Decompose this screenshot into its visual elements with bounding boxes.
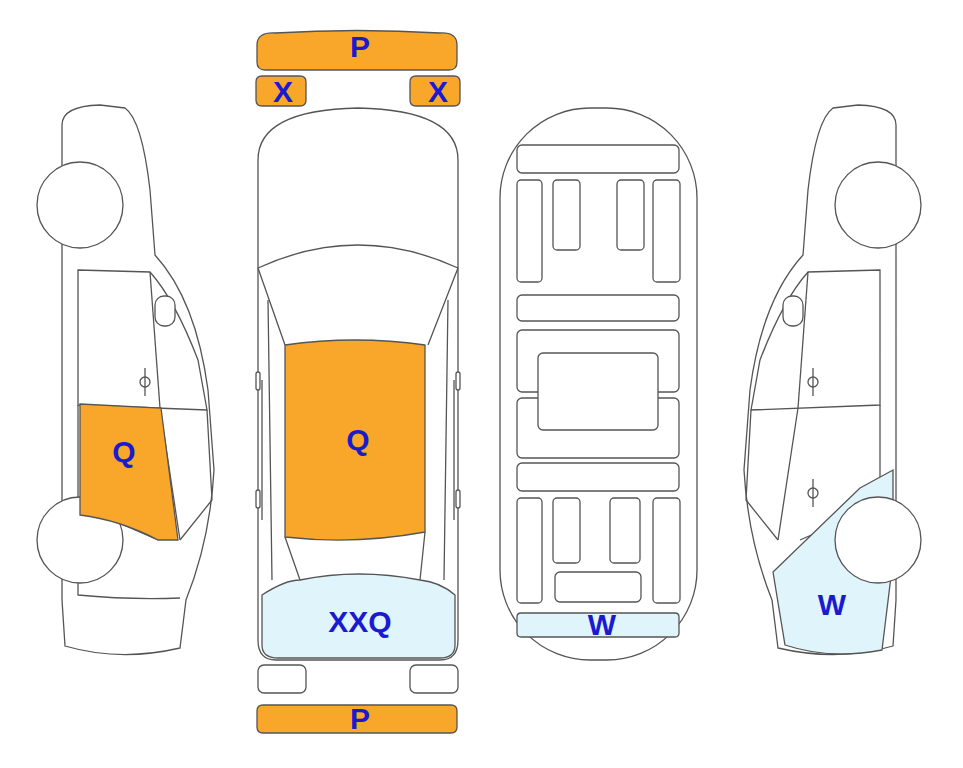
car-outline (517, 295, 679, 321)
car-outline (553, 498, 580, 563)
damage-area: X (409, 75, 461, 107)
car-outline (517, 180, 542, 282)
car-outline (256, 490, 260, 508)
damage-area: P (255, 28, 459, 72)
underside-view (500, 108, 697, 660)
area-fill (262, 574, 455, 658)
car-outline (155, 296, 175, 326)
damage-area: W (515, 611, 681, 639)
damage-area: XXQ (260, 568, 457, 660)
damage-code: X (428, 77, 448, 107)
area-shape (78, 402, 180, 542)
car-outline (653, 180, 680, 282)
side-view-left (37, 105, 214, 655)
car-outline (751, 270, 880, 410)
car-outline (783, 296, 803, 326)
damage-area: W (770, 466, 896, 662)
damage-code: P (350, 32, 370, 62)
damage-area: X (255, 75, 307, 107)
car-outline (180, 410, 212, 540)
car-outline (456, 490, 460, 508)
car-outline (746, 410, 778, 540)
area-fill (285, 340, 425, 540)
damage-code: X (273, 77, 293, 107)
area-fill (410, 76, 460, 106)
car-outline (798, 272, 808, 408)
damage-code: Q (112, 437, 135, 467)
car-outline (258, 108, 458, 660)
area-fill (80, 404, 178, 540)
car-outline (517, 145, 679, 173)
car-outline (778, 408, 798, 540)
car-outline (553, 180, 580, 250)
area-shape (770, 466, 896, 662)
damage-area: Q (78, 402, 180, 542)
car-outline (610, 498, 640, 563)
car-outline (812, 479, 813, 507)
top-view (256, 108, 460, 693)
area-fill (257, 31, 457, 71)
side-view-right (744, 105, 921, 655)
car-outline (538, 353, 658, 430)
car-outline (517, 498, 542, 603)
car-outline (78, 270, 207, 410)
car-outline (268, 300, 448, 580)
damage-area: P (255, 703, 459, 735)
damage-code: P (350, 704, 370, 734)
damage-code: W (588, 610, 616, 640)
car-outline (258, 665, 306, 693)
area-fill (256, 76, 306, 106)
car-outline (258, 245, 458, 268)
car-outline (37, 162, 123, 248)
car-outline (653, 498, 680, 603)
wheel (835, 497, 921, 583)
car-outline (617, 180, 644, 250)
car-outline (456, 372, 460, 390)
car-outline (410, 665, 458, 693)
car-outline (256, 372, 260, 390)
damage-code: Q (346, 425, 369, 455)
car-outline (258, 268, 458, 345)
area-fill (257, 705, 457, 733)
car-outline (812, 368, 813, 396)
car-outline (835, 162, 921, 248)
car-outline (500, 108, 697, 660)
damage-code: XXQ (328, 607, 391, 637)
car-outline (150, 272, 160, 408)
damage-code: W (818, 590, 846, 620)
car-outline (144, 368, 145, 396)
damage-area: Q (283, 333, 427, 545)
car-outline (517, 463, 679, 491)
car-outline (555, 572, 641, 602)
